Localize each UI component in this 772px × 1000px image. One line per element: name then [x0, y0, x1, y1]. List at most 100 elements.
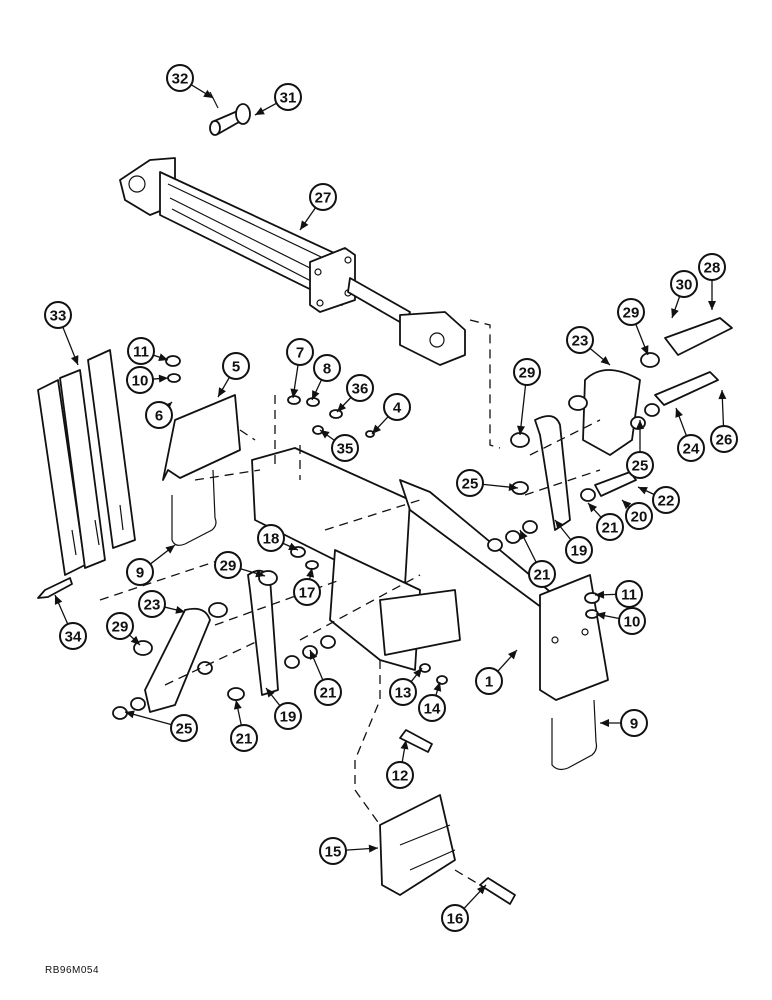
- callout-6[interactable]: 6: [145, 401, 173, 429]
- callout-12[interactable]: 12: [386, 761, 414, 789]
- callout-29[interactable]: 29: [106, 612, 134, 640]
- callout-number: 4: [393, 400, 402, 417]
- u-bolt-left: [171, 469, 217, 546]
- callout-number: 21: [320, 685, 337, 702]
- callout-21[interactable]: 21: [596, 513, 624, 541]
- arrowhead-31: [255, 107, 265, 115]
- callout-19[interactable]: 19: [274, 702, 302, 730]
- link-23-lower: [144, 607, 211, 713]
- callout-11[interactable]: 11: [615, 580, 643, 608]
- callout-20[interactable]: 20: [625, 502, 653, 530]
- pin-28: [664, 317, 733, 356]
- callout-25[interactable]: 25: [170, 714, 198, 742]
- arrowhead-29: [255, 569, 265, 578]
- callout-28[interactable]: 28: [698, 253, 726, 281]
- callout-21[interactable]: 21: [528, 560, 556, 588]
- callout-33[interactable]: 33: [44, 301, 72, 329]
- callout-10[interactable]: 10: [618, 607, 646, 635]
- callout-circle: [257, 524, 285, 552]
- callout-22[interactable]: 22: [652, 486, 680, 514]
- callout-circle: [314, 678, 342, 706]
- callout-29[interactable]: 29: [513, 358, 541, 386]
- callout-number: 9: [630, 716, 638, 733]
- callout-7[interactable]: 7: [286, 338, 314, 366]
- callout-35[interactable]: 35: [331, 434, 359, 462]
- callout-circle: [331, 434, 359, 462]
- arrowhead-23: [175, 605, 185, 614]
- callout-number: 25: [632, 458, 649, 475]
- callout-21[interactable]: 21: [314, 678, 342, 706]
- arrowhead-11: [595, 590, 605, 599]
- callout-number: 34: [65, 629, 82, 646]
- arrowhead-10: [596, 611, 606, 620]
- callout-number: 27: [315, 190, 332, 207]
- callout-number: 21: [602, 520, 619, 537]
- callout-30[interactable]: 30: [670, 270, 698, 298]
- callout-32[interactable]: 32: [166, 64, 194, 92]
- callout-23[interactable]: 23: [566, 326, 594, 354]
- callout-number: 29: [519, 365, 536, 382]
- arrowhead-7: [290, 388, 299, 398]
- callout-25[interactable]: 25: [626, 451, 654, 479]
- callout-number: 8: [323, 361, 331, 378]
- arrowhead-21: [588, 503, 598, 513]
- callout-circle: [389, 678, 417, 706]
- arrowhead-10: [158, 374, 168, 383]
- callout-17[interactable]: 17: [293, 578, 321, 606]
- arrowhead-29: [517, 425, 525, 435]
- callout-circle: [138, 590, 166, 618]
- callout-circle: [230, 724, 258, 752]
- arrowhead-27: [300, 220, 309, 230]
- callout-number: 25: [462, 476, 479, 493]
- callout-number: 31: [280, 90, 297, 107]
- callout-8[interactable]: 8: [313, 354, 341, 382]
- arrowhead-19: [266, 688, 275, 698]
- callout-circle: [596, 513, 624, 541]
- callout-29[interactable]: 29: [214, 551, 242, 579]
- callout-26[interactable]: 26: [710, 425, 738, 453]
- callout-circle: [106, 612, 134, 640]
- callout-36[interactable]: 36: [346, 374, 374, 402]
- callout-15[interactable]: 15: [319, 837, 347, 865]
- callout-16[interactable]: 16: [441, 904, 469, 932]
- callout-31[interactable]: 31: [274, 83, 302, 111]
- callout-29[interactable]: 29: [617, 298, 645, 326]
- callout-circle: [441, 904, 469, 932]
- callout-27[interactable]: 27: [309, 183, 337, 211]
- callout-9[interactable]: 9: [126, 558, 154, 586]
- arrowhead-28: [708, 301, 716, 310]
- callout-1[interactable]: 1: [475, 667, 503, 695]
- callout-circle: [313, 354, 341, 382]
- arrowhead-29: [640, 345, 649, 355]
- callout-18[interactable]: 18: [257, 524, 285, 552]
- callout-13[interactable]: 13: [389, 678, 417, 706]
- callout-number: 14: [424, 701, 441, 718]
- callout-25[interactable]: 25: [456, 469, 484, 497]
- arrowhead-36: [337, 402, 347, 412]
- callout-circle: [475, 667, 503, 695]
- callout-circle: [698, 253, 726, 281]
- callout-number: 21: [534, 567, 551, 584]
- callout-number: 7: [296, 345, 304, 362]
- callout-circle: [222, 352, 250, 380]
- callout-11[interactable]: 11: [127, 337, 155, 365]
- part-drawings: [37, 91, 733, 905]
- callout-24[interactable]: 24: [677, 434, 705, 462]
- arrowhead-35: [320, 430, 330, 439]
- arrowhead-33: [70, 355, 79, 365]
- callout-5[interactable]: 5: [222, 352, 250, 380]
- callout-10[interactable]: 10: [126, 366, 154, 394]
- callout-number: 20: [631, 509, 648, 526]
- callout-21[interactable]: 21: [230, 724, 258, 752]
- callout-number: 24: [683, 441, 700, 458]
- main-frame: [251, 447, 609, 701]
- callout-23[interactable]: 23: [138, 590, 166, 618]
- callout-34[interactable]: 34: [59, 622, 87, 650]
- callout-circle: [44, 301, 72, 329]
- callout-14[interactable]: 14: [418, 694, 446, 722]
- callout-19[interactable]: 19: [565, 536, 593, 564]
- callout-4[interactable]: 4: [383, 393, 411, 421]
- callout-circle: [528, 560, 556, 588]
- callout-9[interactable]: 9: [620, 709, 648, 737]
